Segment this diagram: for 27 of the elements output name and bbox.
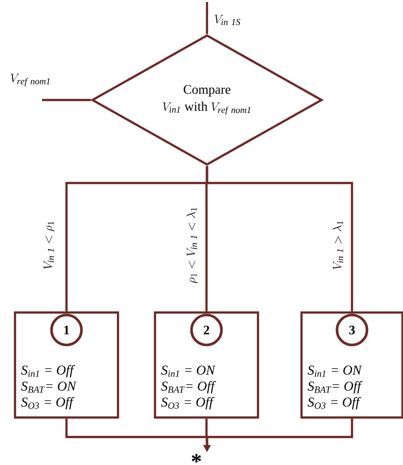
node-text: S$_{BAT}$= ON: [21, 382, 77, 393]
connector: [42, 98, 91, 102]
edge-label: $\rho_{1} < V_{\mathit{in\ 1}} < \lambda_{1}$: [186, 208, 198, 284]
connector: [206, 2, 208, 34]
edge-label: $V_{\mathit{ref\ nom1}}$: [10, 74, 50, 86]
edge-label: $V_{\mathit{in\ 1}} > \lambda_{1}$: [332, 221, 344, 270]
node-text: Compare: [184, 85, 230, 96]
node-text: 2: [204, 326, 210, 334]
edge-label: $V_{\mathit{in\ 1S}}$: [214, 14, 240, 26]
process-box: [14, 311, 120, 419]
node-text: S$_{BAT}$= Off: [308, 381, 362, 394]
node-text: *: [192, 454, 201, 462]
node-text: S$_{O3}$ = Off: [308, 397, 361, 410]
node-text: S$_{in1}$ = Off: [21, 365, 75, 378]
node-text: 3: [349, 326, 355, 334]
process-box: [300, 311, 403, 419]
node-text: S$_{O3}$ = Off: [161, 397, 214, 410]
edge-label: $V_{\mathit{in\ 1}} < \rho_{1}$: [44, 222, 54, 269]
connector: [206, 166, 354, 312]
node-text: S$_{in1}$ = ON: [161, 366, 216, 377]
number-circle: [336, 314, 368, 346]
node-text: S$_{O3}$ = Off: [21, 397, 74, 410]
node-text: S$_{BAT}$= Off: [161, 381, 216, 394]
node-text: 1: [64, 326, 70, 334]
node-text: $V_{\mathit{in1}}\ \mathrm{with}\ V_{\mathit{ref\ nom1}}$: [162, 102, 250, 115]
node-text: S$_{in1}$ = ON: [308, 366, 362, 377]
process-box: [154, 311, 260, 419]
